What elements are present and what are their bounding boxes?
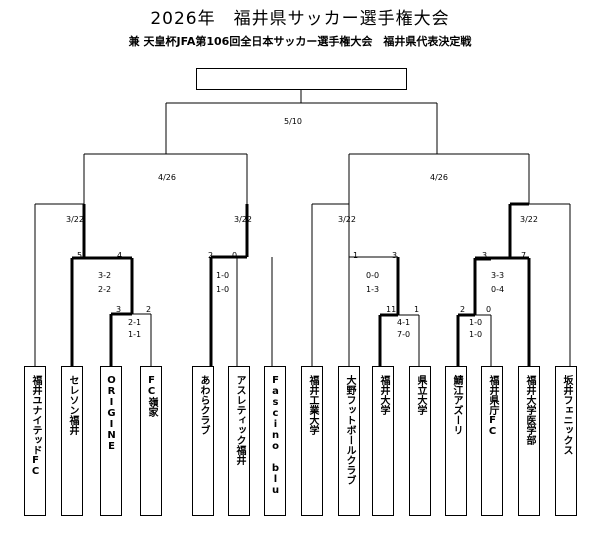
qf3-line [311,203,350,366]
r1c-line [475,314,492,366]
score-r2a-left: 5 [77,251,83,260]
team-box: 福井大学 [372,366,394,516]
score-r2d-s1: 3-3 [491,271,505,280]
score-r1b-s1: 4-1 [397,318,411,327]
team-box: 県立大学 [409,366,431,516]
team-name: FC嶺家 [146,375,157,417]
score-r2a-s1: 3-2 [98,271,112,280]
team-box: ORIGINE [100,366,122,516]
team-box: FC嶺家 [140,366,162,516]
final-line [165,90,438,154]
score-r2d-s2: 0-4 [491,285,505,294]
team-box: アスレティック福井 [228,366,250,516]
score-r2c-right: 3 [392,251,398,260]
team-name: 福井県庁FC [487,375,498,437]
team-box: 大野フットボールクラブ [338,366,360,516]
team-name: 鯖江アズーリ [451,375,462,435]
team-box: 福井大学医学部 [518,366,540,516]
team-box: 鯖江アズーリ [445,366,467,516]
score-r1c-left: 2 [460,305,466,314]
page-title: 2026年 福井県サッカー選手権大会 [150,9,450,29]
team-name: 大野フットボールクラブ [344,375,355,485]
score-r2b-left: 2 [208,251,214,260]
r2b-line [236,256,247,366]
page-subtitle: 兼 天皇杯JFA第106回全日本サッカー選手権大会 福井県代表決定戦 [128,35,472,48]
team-box: 福井工業大学 [301,366,323,516]
winner-path-qf1 [70,204,132,366]
semi-right-line [348,153,530,204]
score-r1b-left: 11 [386,305,397,314]
team-box: 福井県庁FC [481,366,503,516]
qf1-line [34,203,84,366]
r1b-line [398,314,420,366]
date-qf4: 3/22 [520,215,538,224]
score-r2d-left: 3 [482,251,488,260]
date-qf3: 3/22 [338,215,356,224]
score-r2c-s1: 0-0 [366,271,380,280]
qf4-line [529,203,571,366]
team-name: 坂井フェニックス [561,375,572,455]
score-r2c-s2: 1-3 [366,285,380,294]
winner-path-r1a [109,258,134,366]
team-name: 福井大学 [378,375,389,415]
team-name: 福井大学医学部 [524,375,535,445]
date-final: 5/10 [284,117,302,126]
score-r2c-left: 1 [353,251,359,260]
date-qf1: 3/22 [66,215,84,224]
team-box: 福井ユナイテッドFC [24,366,46,516]
r1a-line [132,313,152,366]
score-r1a-left: 3 [116,305,122,314]
semi-left-line [83,153,248,204]
winner-path-r2c [378,257,400,366]
winner-path-qf2 [209,204,249,366]
team-name: セレソン福井 [67,375,78,435]
score-r2a-right: 4 [117,251,123,260]
score-r1b-s2: 7-0 [397,330,411,339]
winner-path-qf4 [475,202,531,366]
score-r1a-s1: 2-1 [128,318,142,327]
champion-box [196,68,407,90]
score-r1b-right: 1 [414,305,420,314]
score-r1a-right: 2 [146,305,152,314]
team-name: アスレティック福井 [234,375,245,465]
team-name: 福井工業大学 [307,375,318,435]
team-name: ORIGINE [106,375,117,452]
team-name: あわらクラブ [198,375,209,435]
team-box: セレソン福井 [61,366,83,516]
date-semi-left: 4/26 [158,173,176,182]
team-box: あわらクラブ [192,366,214,516]
team-name: 県立大学 [415,375,426,415]
score-r1c-right: 0 [486,305,492,314]
score-r1c-s2: 1-0 [469,330,483,339]
team-box: Fascino blu [264,366,286,516]
score-r2b-s1: 1-0 [216,271,230,280]
date-semi-right: 4/26 [430,173,448,182]
winner-path-r1c [456,258,477,366]
team-name: 福井ユナイテッドFC [30,375,41,477]
score-r2b-s2: 1-0 [216,285,230,294]
score-r2a-s2: 2-2 [98,285,112,294]
score-r2b-right: 0 [232,251,238,260]
team-name: Fascino blu [270,375,281,496]
score-r1a-s2: 1-1 [128,330,142,339]
qf2-line [246,204,273,366]
score-r2d-right: 7 [521,251,527,260]
team-box: 坂井フェニックス [555,366,577,516]
date-qf2: 3/22 [234,215,252,224]
score-r1c-s1: 1-0 [469,318,483,327]
